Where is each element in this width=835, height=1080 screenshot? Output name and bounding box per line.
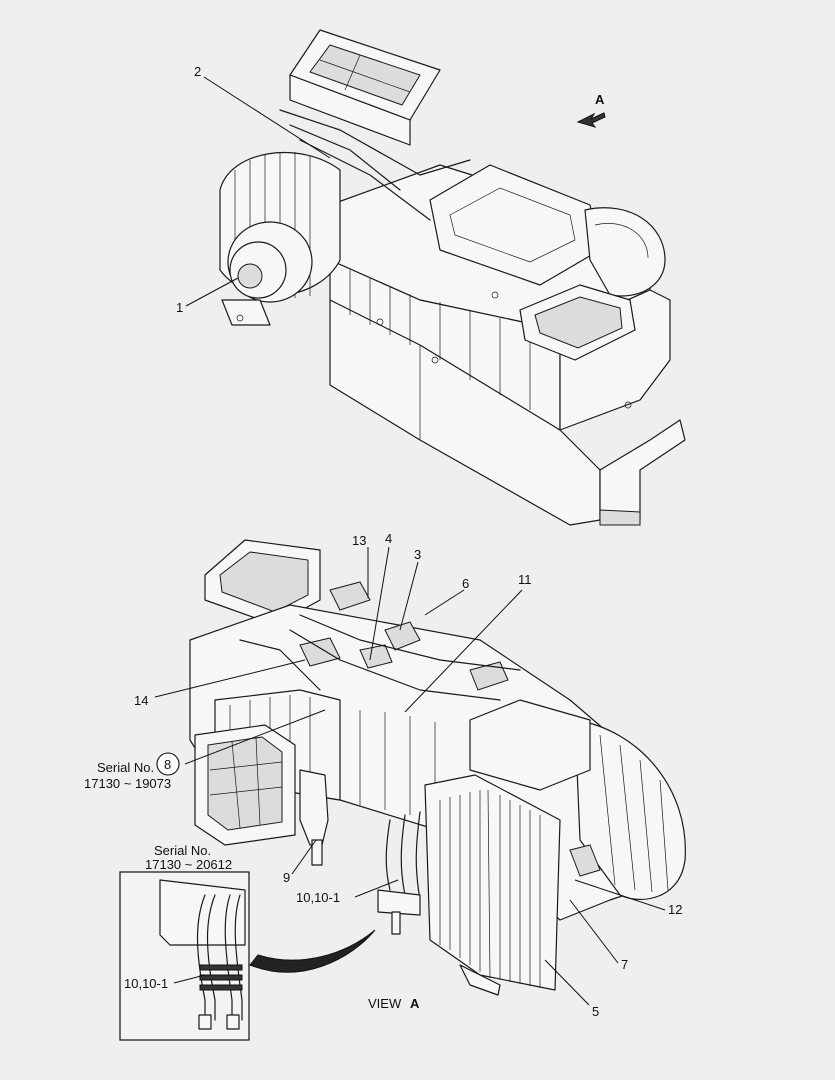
serial-main-label: Serial No.	[97, 760, 154, 775]
callout-5: 5	[592, 1004, 599, 1019]
callout-11: 11	[518, 572, 532, 587]
callout-3: 3	[414, 547, 421, 562]
view-caption-letter: A	[410, 996, 420, 1011]
callout-13: 13	[352, 533, 366, 548]
callout-8: 8	[164, 757, 171, 772]
serial-main-range: 17130 ~ 19073	[84, 776, 171, 791]
callout-10-inset: 10,10-1	[124, 976, 168, 991]
filter-pleats	[439, 790, 541, 988]
view-caption-prefix: VIEW	[368, 996, 402, 1011]
callout-2: 2	[194, 64, 201, 79]
bottom-hvac-assembly	[189, 539, 686, 996]
view-a-arrow	[576, 112, 606, 128]
housing-ribs	[349, 270, 531, 410]
top-hvac-assembly	[219, 29, 686, 526]
bottom-leaders	[154, 546, 666, 1006]
view-arrow-letter: A	[595, 92, 605, 107]
item-8-circle	[156, 752, 180, 776]
blower-motor	[221, 221, 313, 326]
callout-10: 10,10-1	[296, 890, 340, 905]
inset-detail	[119, 871, 250, 1041]
callout-12: 12	[668, 902, 682, 917]
leader-1	[185, 277, 239, 307]
scroll-ribs	[599, 734, 669, 893]
view-pointer-swoosh	[249, 929, 376, 973]
callout-4: 4	[385, 531, 392, 546]
serial-inset-range: 17130 ~ 20612	[145, 857, 232, 872]
callout-6: 6	[462, 576, 469, 591]
actuators-and-connectors	[239, 581, 601, 877]
cabin-filter	[424, 774, 561, 996]
serial-inset-label: Serial No.	[154, 843, 211, 858]
callout-1: 1	[176, 300, 183, 315]
callout-9: 9	[283, 870, 290, 885]
callout-14: 14	[134, 693, 148, 708]
leader-2	[203, 76, 331, 159]
callout-7: 7	[621, 957, 628, 972]
